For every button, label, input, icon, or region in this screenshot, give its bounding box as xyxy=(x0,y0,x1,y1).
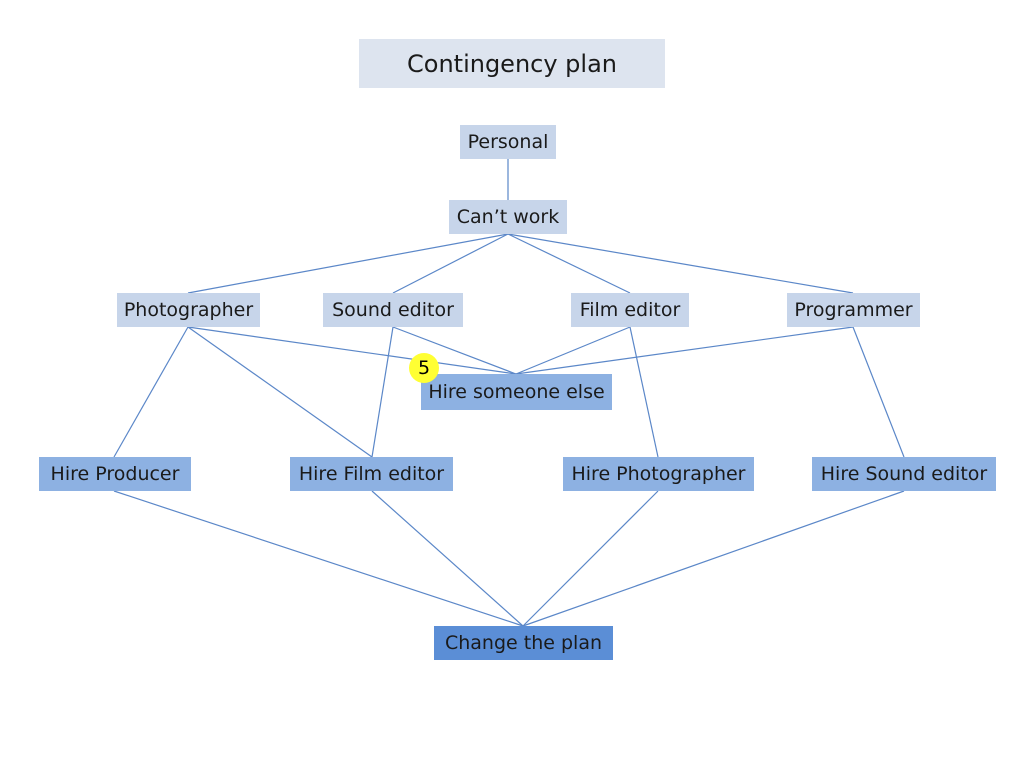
number-badge: 5 xyxy=(409,353,439,383)
edge-sound-editor-hire-someone-else xyxy=(392,326,517,375)
edge-sound-editor-hire-film-editor xyxy=(371,326,394,458)
edge-hire-photographer-change-plan xyxy=(522,490,659,627)
edge-film-editor-hire-someone-else xyxy=(515,326,631,375)
edge-programmer-hire-someone-else xyxy=(515,326,854,375)
edge-hire-sound-editor-change-plan xyxy=(522,490,905,627)
edge-hire-producer-change-plan xyxy=(113,490,524,627)
node-hire-sound-editor: Hire Sound editor xyxy=(812,457,996,491)
edge-film-editor-hire-photographer xyxy=(629,326,659,458)
node-photographer: Photographer xyxy=(117,293,260,327)
node-hire-photographer: Hire Photographer xyxy=(563,457,754,491)
node-film-editor: Film editor xyxy=(571,293,689,327)
edge-cantwork-photographer xyxy=(187,233,509,294)
edge-photographer-hire-producer xyxy=(113,326,189,458)
diagram-title: Contingency plan xyxy=(359,39,665,88)
node-personal: Personal xyxy=(460,125,556,159)
node-hire-producer: Hire Producer xyxy=(39,457,191,491)
edge-cantwork-sound-editor xyxy=(392,233,509,294)
node-hire-someone-else: Hire someone else xyxy=(421,374,612,410)
node-change-the-plan: Change the plan xyxy=(434,626,613,660)
edge-photographer-hire-film-editor xyxy=(187,326,373,458)
edge-cantwork-programmer xyxy=(507,233,854,294)
edge-programmer-hire-sound-editor xyxy=(852,326,905,458)
edge-hire-film-editor-change-plan xyxy=(371,490,524,627)
node-sound-editor: Sound editor xyxy=(323,293,463,327)
node-hire-film-editor: Hire Film editor xyxy=(290,457,453,491)
node-cant-work: Can’t work xyxy=(449,200,567,234)
node-programmer: Programmer xyxy=(787,293,920,327)
edge-cantwork-film-editor xyxy=(507,233,631,294)
edge-photographer-hire-someone-else xyxy=(187,326,517,375)
